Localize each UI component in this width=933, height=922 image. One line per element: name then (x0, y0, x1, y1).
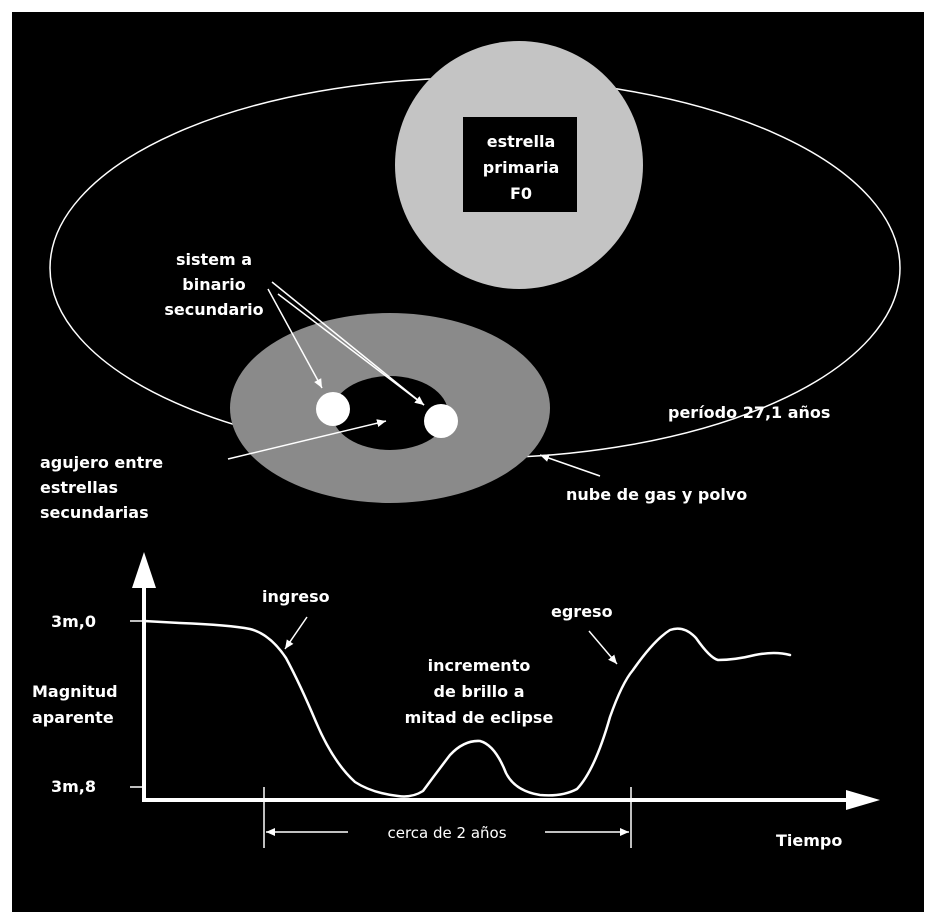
light-curve (142, 619, 792, 798)
egress-arrow (588, 630, 618, 665)
y-axis-label-line-2: aparente (32, 708, 114, 727)
y-tick-label-top: 3m,0 (51, 612, 96, 631)
ingress-label: ingreso (262, 587, 330, 606)
y-tick-label-bottom: 3m,8 (51, 777, 96, 796)
arrow-to-cloud (539, 454, 601, 477)
arrow-to-right-star (271, 281, 425, 406)
brightening-label-line-1: incremento (428, 656, 531, 675)
x-axis-label: Tiempo (776, 831, 842, 850)
arrow-to-hole (227, 419, 387, 460)
hole-label-line-3: secundarias (40, 503, 149, 522)
hole-label-line-1: agujero entre (40, 453, 163, 472)
arrow-to-left-star (267, 288, 323, 389)
y-axis-arrowhead (132, 552, 156, 588)
cloud-hole (332, 376, 448, 450)
cloud-label: nube de gas y polvo (566, 485, 747, 504)
ingress-arrow (284, 616, 308, 650)
secondary-system-label-line-2: binario (182, 275, 246, 294)
hole-label-line-2: estrellas (40, 478, 118, 497)
secondary-system-label-line-1: sistem a (176, 250, 252, 269)
secondary-star-right (424, 404, 458, 438)
y-axis-label-line-1: Magnitud (32, 682, 118, 701)
primary-star-label-line-1: estrella (487, 132, 556, 151)
brightening-label-line-2: de brillo a (433, 682, 524, 701)
secondary-system-label-line-3: secundario (164, 300, 263, 319)
arrow-to-right-star-2 (277, 293, 425, 406)
primary-star-label-box (463, 117, 577, 212)
brightening-label-line-3: mitad de eclipse (405, 708, 554, 727)
x-axis-arrowhead (846, 790, 880, 810)
period-label: período 27,1 años (668, 403, 830, 422)
primary-star-label-line-2: primaria (483, 158, 559, 177)
egress-label: egreso (551, 602, 613, 621)
primary-star-label-line-3: F0 (510, 184, 532, 203)
duration-label: cerca de 2 años (387, 824, 506, 842)
secondary-star-left (316, 392, 350, 426)
